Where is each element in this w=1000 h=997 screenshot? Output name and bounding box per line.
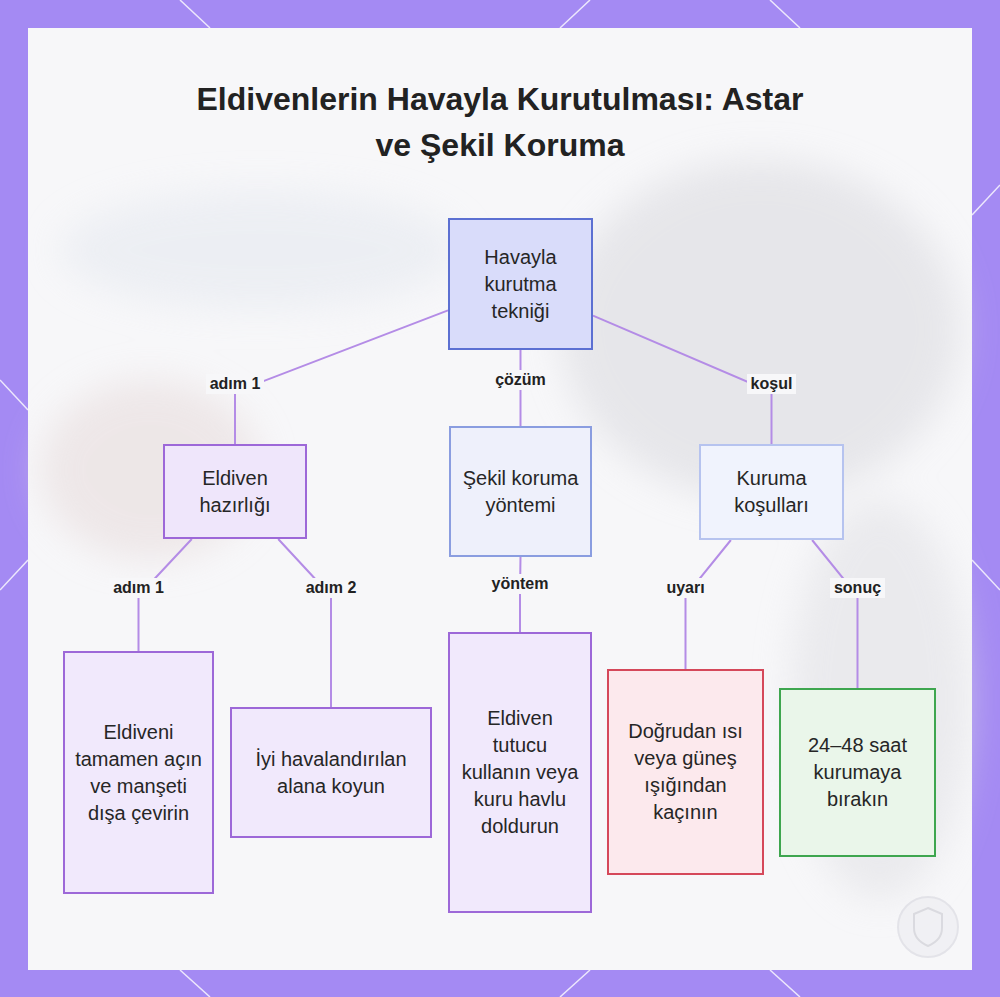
- node-label: İyi havalandırılan alana koyun: [240, 746, 422, 800]
- process-box: Şekil koruma yöntemi: [449, 426, 592, 557]
- connector-line: [593, 316, 772, 444]
- edge-label: adım 1: [109, 578, 168, 598]
- node-label: Şekil koruma yöntemi: [459, 465, 582, 519]
- step-box: Eldiveni tamamen açın ve manşeti dışa çe…: [63, 651, 214, 894]
- edge-label: uyarı: [662, 578, 708, 598]
- node-label: Eldiven hazırlığı: [173, 465, 297, 519]
- process-box: Eldiven hazırlığı: [163, 444, 307, 539]
- node-label: Havayla kurutma tekniği: [458, 244, 583, 325]
- result-box: 24–48 saat kurumaya bırakın: [779, 688, 936, 857]
- connector-line: [278, 539, 331, 707]
- connector-line: [235, 310, 448, 444]
- canvas-ground: [28, 28, 972, 970]
- node-label: Eldiveni tamamen açın ve manşeti dışa çe…: [73, 719, 204, 827]
- node-label: 24–48 saat kurumaya bırakın: [789, 732, 926, 813]
- diagram-title: Eldivenlerin Havayla Kurutulması: Astar …: [180, 76, 820, 168]
- edge-label: yöntem: [488, 574, 553, 594]
- warning-box: Doğrudan ısı veya güneş ışığından kaçını…: [607, 669, 764, 875]
- root-box: Havayla kurutma tekniği: [448, 218, 593, 350]
- connector-line: [686, 540, 731, 669]
- step-box: İyi havalandırılan alana koyun: [230, 707, 432, 838]
- shield-icon: [898, 897, 958, 957]
- edge-label: adım 2: [302, 578, 361, 598]
- edge-label: sonuç: [830, 578, 885, 598]
- connector-line: [519, 557, 522, 632]
- edge-label: çözüm: [491, 370, 550, 390]
- edge-label: koşul: [747, 374, 797, 394]
- connector-line: [812, 540, 857, 688]
- process-box: Kuruma koşulları: [699, 444, 844, 540]
- node-label: Kuruma koşulları: [709, 465, 834, 519]
- blurred-photo: [40, 160, 970, 900]
- edge-label: adım 1: [206, 374, 265, 394]
- node-label: Doğrudan ısı veya güneş ışığından kaçını…: [617, 718, 754, 826]
- node-label: Eldiven tutucu kullanın veya kuru havlu …: [458, 705, 582, 840]
- method-box: Eldiven tutucu kullanın veya kuru havlu …: [448, 632, 592, 913]
